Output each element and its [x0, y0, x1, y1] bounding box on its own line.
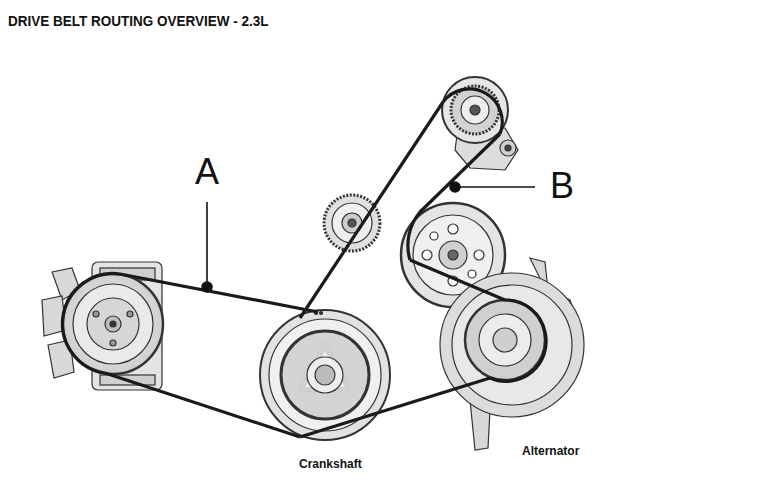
- callout-letter: B: [550, 166, 574, 206]
- belt-tensioner: [442, 77, 518, 170]
- component-label: Crankshaft: [299, 458, 362, 471]
- alternator: [440, 258, 584, 450]
- drive-belt: [62, 89, 546, 437]
- callout-letter: A: [195, 152, 219, 192]
- ac-compressor: [42, 262, 163, 390]
- idler-pulley: [324, 195, 380, 251]
- crankshaft-pulley: [260, 310, 390, 440]
- diagram-title: DRIVE BELT ROUTING OVERVIEW - 2.3L: [8, 13, 269, 30]
- component-label: Alternator: [522, 445, 579, 458]
- leader-lines: [202, 182, 535, 292]
